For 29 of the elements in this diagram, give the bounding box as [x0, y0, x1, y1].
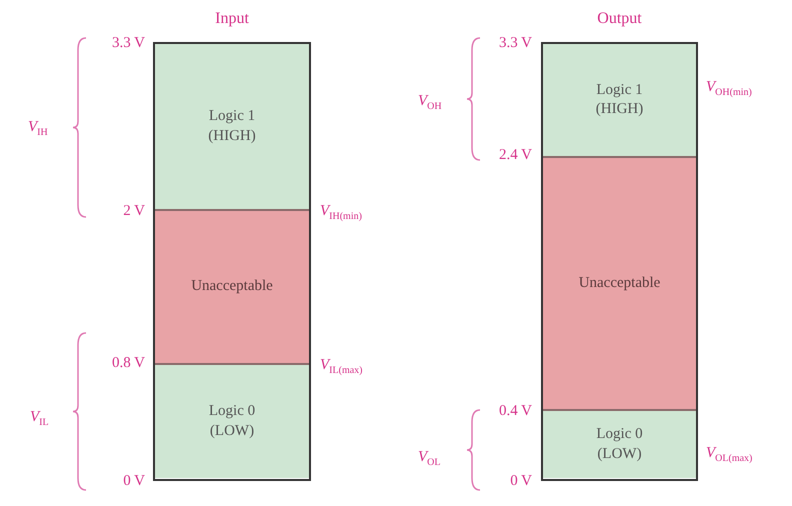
voltage-value: 0.8 V [112, 356, 145, 371]
logic-level-band [155, 44, 309, 209]
voltage-value: 0.4 V [498, 404, 532, 419]
voltage-value: 3.3 V [112, 36, 145, 51]
column-title: Input [214, 10, 250, 28]
unacceptable-band [155, 209, 309, 365]
band-label: Logic 1 (HIGH) [207, 107, 257, 146]
logic-level-band [155, 365, 309, 478]
band-label: Unacceptable [578, 274, 660, 293]
logic-level-band [543, 411, 696, 478]
voltage-symbol: V$_{IH(min)}$ [320, 204, 362, 222]
voltage-symbol: V$_{IL(max)}$ [320, 358, 362, 376]
logic-level-band [543, 44, 696, 156]
voltage-value: 2 V [123, 204, 145, 219]
voltage-symbol: V$_{OH}$ [418, 94, 442, 112]
voltage-symbol: V$_{OL(max)}$ [706, 446, 752, 464]
band-label: Logic 1 (HIGH) [594, 80, 644, 119]
voltage-value: 0 V [510, 474, 532, 489]
band-label: Logic 0 (LOW) [595, 425, 644, 464]
unacceptable-band [543, 156, 696, 411]
band-label: Logic 0 (LOW) [208, 402, 256, 440]
voltage-symbol: V$_{IL}$ [30, 410, 49, 428]
voltage-symbol: V$_{OL}$ [418, 450, 441, 468]
column-title: Output [596, 10, 643, 28]
voltage-value: 3.3 V [498, 36, 532, 51]
voltage-value: 0 V [123, 474, 145, 489]
voltage-symbol: V$_{IH}$ [28, 120, 48, 138]
voltage-value: 2.4 V [498, 148, 532, 163]
band-label: Unacceptable [191, 277, 273, 296]
